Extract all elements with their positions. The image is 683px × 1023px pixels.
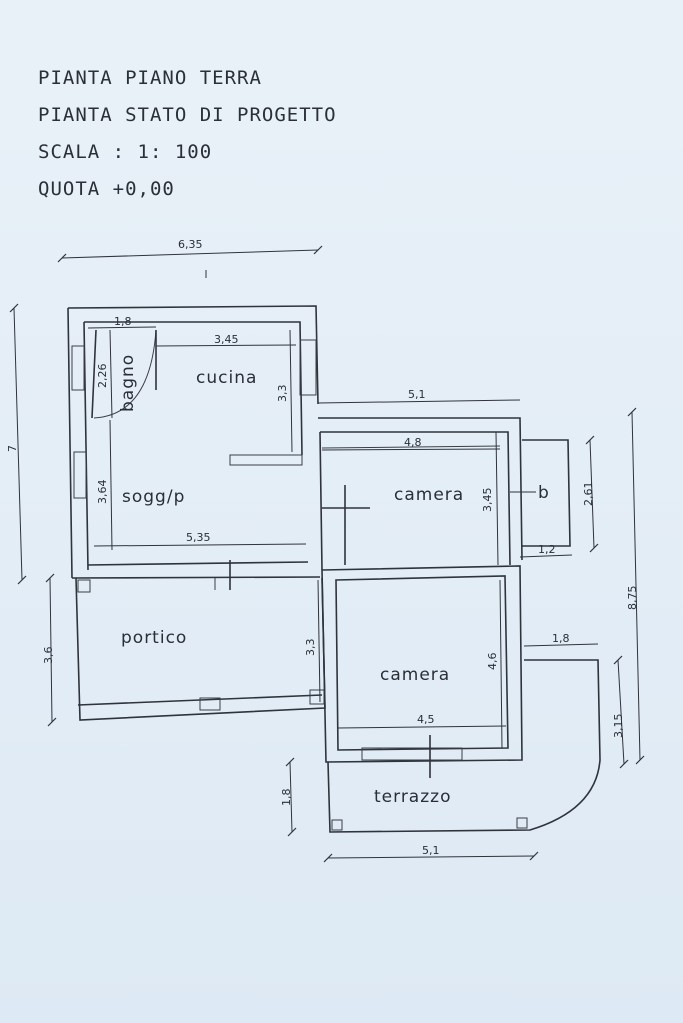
dim-right-total — [627, 407, 645, 765]
dim-bagno-height — [109, 329, 113, 419]
dim-label-cucina-height: 3,3 — [276, 385, 289, 403]
kitchen-counter-wall — [229, 454, 303, 466]
dim-label-terrace-right: 3,15 — [612, 714, 625, 739]
dim-label-camera2-height: 4,6 — [486, 653, 499, 671]
dim-label-top-width: 6,35 — [178, 238, 203, 251]
dim-label-bagno-height: 2,26 — [96, 364, 109, 389]
dim-terrace-arc — [523, 643, 599, 647]
dim-b-width — [519, 554, 573, 558]
terrace-post-1 — [331, 819, 343, 831]
bagno-partition — [91, 329, 97, 419]
room-label-cucina: cucina — [196, 368, 257, 388]
title-project-state: PIANTA STATO DI PROGETTO — [38, 104, 337, 126]
dim-left-height — [9, 303, 27, 585]
living-south-inner — [87, 561, 309, 566]
window-west-1 — [71, 345, 85, 391]
portico-pillar-2 — [309, 689, 325, 705]
drawing-title-block: PIANTA PIANO TERRA PIANTA STATO DI PROGE… — [38, 60, 337, 208]
dim-terrace-right — [613, 655, 629, 769]
dim-label-camera1-height: 3,45 — [481, 488, 494, 513]
inner-wall-north — [84, 321, 303, 456]
dim-cucina-height — [289, 329, 293, 453]
title-scale: SCALA : 1: 100 — [38, 141, 213, 163]
terrace-outline — [327, 659, 601, 833]
portico-pillar-1 — [77, 579, 91, 593]
dim-camera1-outer — [317, 399, 521, 404]
room-label-camera-2: camera — [380, 665, 450, 685]
outer-wall-north — [67, 305, 319, 405]
camera1-inner-line — [321, 445, 501, 449]
room-label-soggiorno: sogg/p — [122, 487, 185, 507]
title-elevation: QUOTA +0,00 — [38, 178, 175, 200]
room-label-camera-1: camera — [394, 485, 464, 505]
dim-label-sogg-width: 5,35 — [186, 531, 211, 544]
dim-label-sogg-height: 3,64 — [96, 480, 109, 505]
room-label-bagno: bagno — [118, 354, 138, 412]
room-label-b: b — [538, 483, 550, 503]
window-north-east — [299, 339, 317, 396]
dim-label-cucina-width: 3,45 — [214, 333, 239, 346]
portico-column — [199, 697, 221, 711]
camera1-outer — [318, 417, 523, 561]
dim-label-camera1-width: 4,8 — [404, 436, 422, 449]
dim-terrace-width — [323, 851, 539, 863]
dim-camera1-width — [321, 448, 501, 451]
dim-sogg-width — [93, 543, 307, 547]
title-floor-plan: PIANTA PIANO TERRA — [38, 67, 262, 89]
dim-label-camera2-width: 4,5 — [417, 713, 435, 726]
dim-top-width — [57, 245, 323, 278]
outer-wall-west — [67, 307, 73, 579]
dim-portico-left — [45, 573, 57, 727]
dim-label-b-width: 1,2 — [538, 543, 556, 556]
dim-label-right-total: 8,75 — [626, 586, 639, 611]
camera1-inner — [320, 431, 511, 566]
camera1-west-wall — [319, 431, 323, 571]
inner-wall-west — [83, 321, 89, 571]
bagno-door-arc — [93, 329, 157, 419]
dim-cucina-width — [155, 344, 297, 347]
living-south-wall — [71, 576, 321, 579]
dim-label-b-height: 2,61 — [582, 482, 595, 507]
dim-label-left-height: 7 — [6, 445, 19, 452]
dim-camera2-height — [499, 579, 503, 749]
window-west-2 — [73, 451, 87, 499]
terrace-post-2 — [516, 817, 528, 829]
dim-label-camera1-outer: 5,1 — [408, 388, 426, 401]
dim-portico-height — [317, 579, 321, 703]
dim-label-portico-height: 3,3 — [304, 639, 317, 657]
dim-camera2-width — [337, 725, 507, 729]
dim-terrace-left — [285, 757, 297, 837]
dim-label-terrace-left: 1,8 — [280, 789, 293, 807]
camera2-outer — [321, 565, 523, 763]
dim-sogg-height — [109, 419, 113, 551]
dim-label-terrace-arc: 1,8 — [552, 632, 570, 645]
dim-bagno-width — [87, 326, 157, 329]
dim-label-portico-left: 3,6 — [42, 647, 55, 665]
room-b-box — [522, 439, 571, 547]
room-label-portico: portico — [121, 628, 187, 648]
dim-camera1-height — [495, 431, 499, 566]
dim-label-terrace-width: 5,1 — [422, 844, 440, 857]
room-label-terrazzo: terrazzo — [374, 787, 451, 807]
camera2-window — [361, 747, 463, 761]
camera2-inner — [335, 575, 509, 751]
dim-label-bagno-width: 1,8 — [114, 315, 132, 328]
dim-b-height — [585, 435, 599, 553]
